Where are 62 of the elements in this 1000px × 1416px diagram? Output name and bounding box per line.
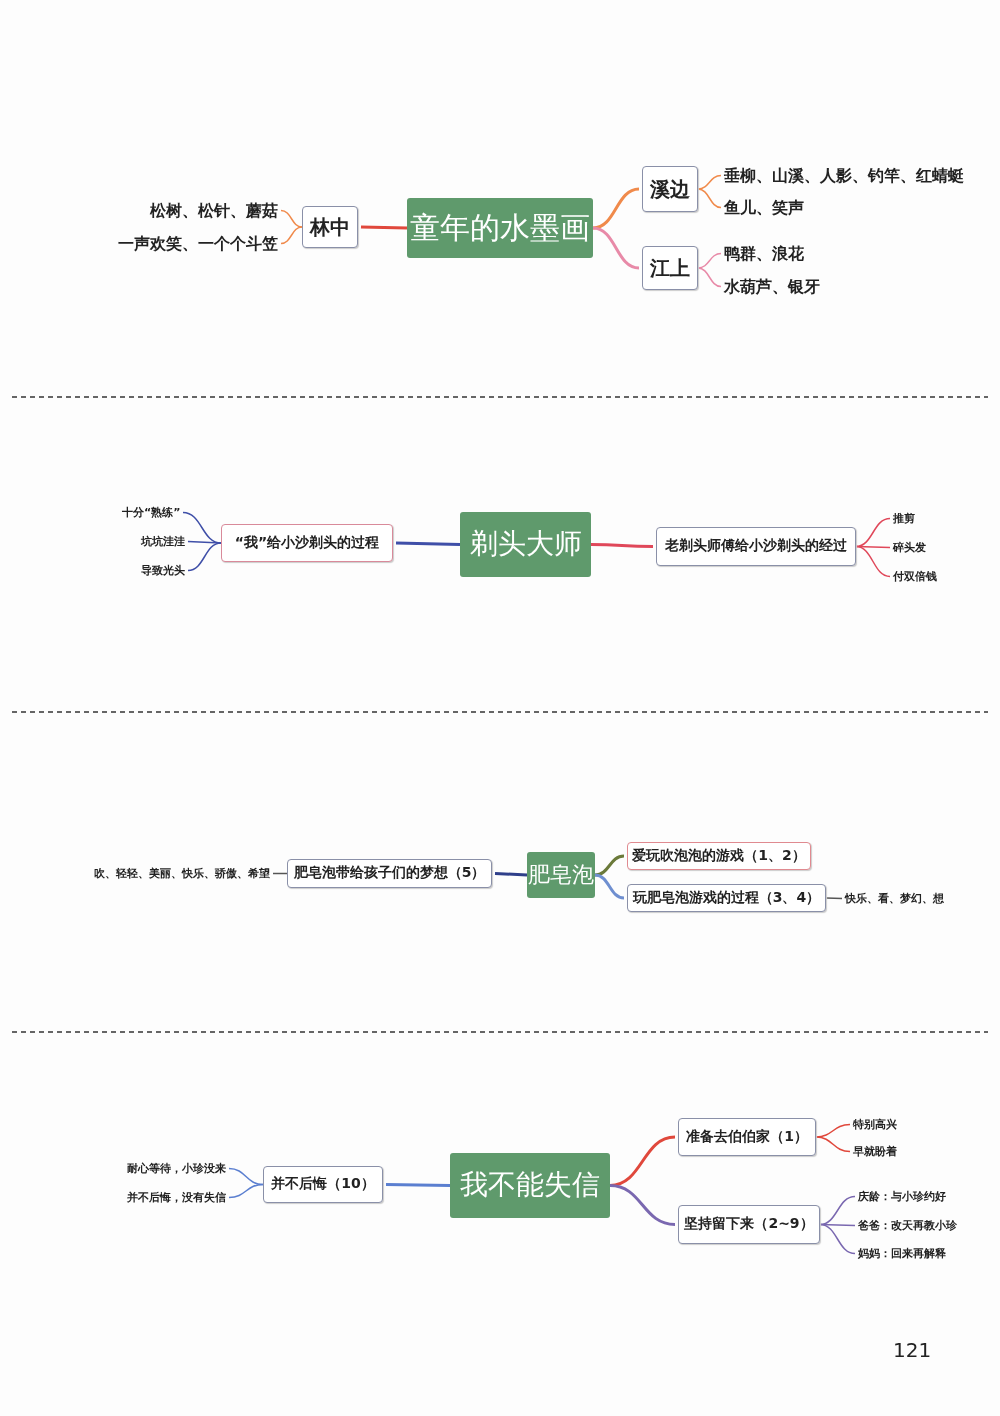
connector-line	[228, 1167, 264, 1186]
connector-line	[815, 1136, 851, 1153]
topic-box: 肥皂泡	[527, 852, 595, 898]
branch-box: 坚持留下来（2~9）	[678, 1204, 820, 1244]
connector-line	[592, 187, 640, 230]
branch-box: 准备去伯伯家（1）	[678, 1118, 816, 1156]
connector-line	[697, 188, 722, 209]
connector-line	[280, 209, 303, 228]
page-number: 121	[893, 1338, 932, 1362]
branch-box: 江上	[642, 246, 698, 290]
leaf-text: 付双倍钱	[893, 569, 937, 583]
connector-line	[825, 897, 843, 900]
leaf-text: 鸭群、浪花	[724, 243, 804, 263]
connector-line	[592, 226, 640, 270]
leaf-text: 碎头发	[893, 540, 926, 554]
branch-box: “我”给小沙剃头的过程	[221, 524, 393, 562]
connector-line	[280, 226, 303, 245]
topic-box: 剃头大师	[460, 511, 591, 577]
leaf-text: 妈妈：回来再解释	[858, 1246, 946, 1260]
branch-box: 肥皂泡带给孩子们的梦想（5）	[287, 858, 492, 888]
leaf-text: 垂柳、山溪、人影、钓竿、红蜻蜓	[724, 165, 964, 185]
branch-box: 老剃头师傅给小沙剃头的经过	[656, 526, 856, 566]
leaf-text: 一声欢笑、一个个斗笠	[118, 233, 278, 253]
leaf-text: 耐心等待，小珍没来	[127, 1161, 226, 1175]
leaf-text: 早就盼着	[853, 1144, 897, 1158]
leaf-text: 并不后悔，没有失信	[127, 1190, 226, 1204]
branch-box: 林中	[302, 206, 358, 248]
connector-line	[855, 517, 891, 548]
connector-line	[855, 545, 891, 578]
connector-line	[819, 1223, 856, 1255]
connector-line	[591, 543, 653, 548]
connector-line	[697, 252, 722, 269]
leaf-text: 松树、松针、蘑菇	[150, 200, 278, 220]
connector-line	[697, 174, 722, 190]
connector-line	[385, 1183, 451, 1187]
branch-box: 溪边	[642, 166, 698, 212]
connector-line	[594, 854, 625, 877]
branch-box: 玩肥皂泡游戏的过程（3、4）	[627, 884, 826, 912]
connector-line	[494, 872, 528, 877]
connector-line	[360, 225, 408, 230]
leaf-text: 特别高兴	[853, 1117, 897, 1131]
connector-line	[594, 873, 625, 900]
connector-line	[697, 267, 722, 288]
leaf-text: 坑坑洼洼	[141, 534, 185, 548]
leaf-text: 十分“熟练”	[122, 505, 181, 519]
topic-box: 我不能失信	[450, 1152, 610, 1218]
leaf-text: 庆龄：与小珍约好	[858, 1189, 946, 1203]
connector-line	[815, 1123, 851, 1138]
leaf-text: 吹、轻轻、美丽、快乐、骄傲、希望	[94, 866, 270, 880]
leaf-text: 推剪	[893, 511, 915, 525]
branch-box: 并不后悔（10）	[263, 1165, 383, 1203]
connector-line	[609, 1184, 676, 1226]
branch-box: 爱玩吹泡泡的游戏（1、2）	[627, 842, 811, 870]
leaf-text: 导致光头	[141, 563, 185, 577]
connector-line	[187, 542, 222, 572]
leaf-text: 鱼儿、笑声	[724, 197, 804, 217]
topic-box: 童年的水墨画	[407, 198, 593, 258]
leaf-text: 水葫芦、银牙	[724, 276, 820, 296]
leaf-text: 快乐、看、梦幻、想	[845, 891, 944, 905]
leaf-text: 爸爸：改天再教小珍	[858, 1218, 957, 1232]
connector-line	[228, 1183, 264, 1199]
connector-line	[395, 541, 461, 546]
